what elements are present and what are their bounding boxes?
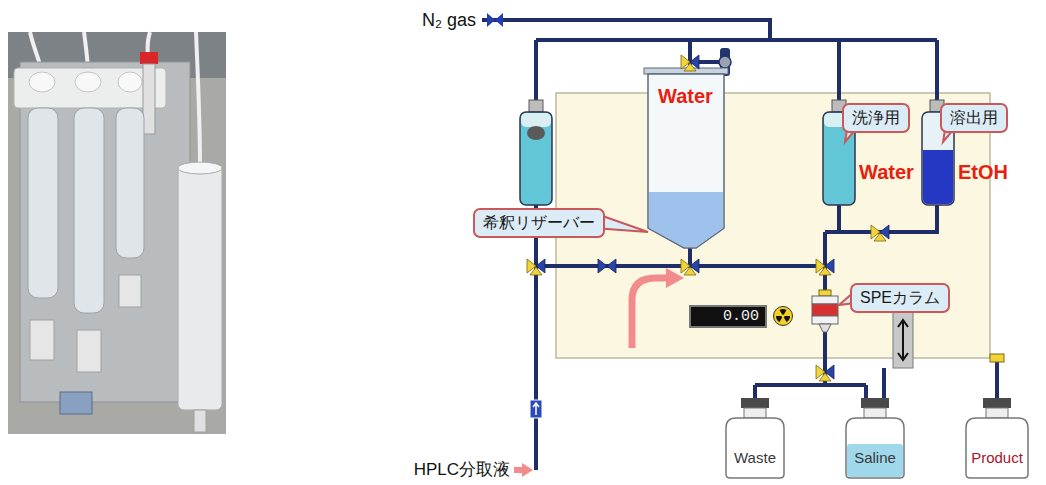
radiation-symbol	[774, 307, 793, 326]
bottle-neck	[864, 408, 886, 418]
cartridge-tip	[819, 324, 831, 332]
bottle-body	[846, 418, 904, 478]
radiation-disk	[774, 307, 793, 326]
flow-arrow	[632, 278, 668, 348]
callout-text: 洗浄用	[852, 108, 900, 128]
column-knob	[527, 126, 545, 140]
photo-ground	[8, 32, 226, 434]
bottle-label: Saline	[854, 448, 896, 468]
lift-arrow	[898, 320, 908, 360]
spe-cartridge	[812, 290, 838, 332]
callout-box: SPEカラム	[850, 283, 950, 313]
flow-arrowhead	[666, 268, 684, 288]
bottle-liquid	[847, 444, 903, 477]
three-way-valve	[681, 55, 699, 71]
bottle-outline	[844, 398, 906, 480]
callout-box: 希釈リザーバー	[473, 208, 605, 238]
large-column-top	[178, 162, 222, 174]
dose-readout: 0.00	[693, 306, 759, 327]
column-cap	[529, 100, 543, 112]
steel-plate	[20, 62, 190, 402]
callout-text: SPEカラム	[860, 288, 940, 308]
glass-vial	[28, 108, 58, 298]
input-arrowhead	[522, 463, 533, 477]
vial-cap	[29, 72, 55, 92]
radiation-trefoil	[776, 309, 790, 322]
bottle-cap	[983, 398, 1011, 408]
three-way-valve	[871, 225, 889, 241]
bottle-body	[966, 418, 1028, 478]
dilution-syringe	[644, 68, 728, 248]
input-label: HPLC分取液	[414, 460, 510, 480]
cartridge-fitting	[819, 290, 831, 296]
reagent-bottle: Waste	[724, 398, 786, 480]
three-way-valve	[816, 365, 834, 381]
callout-text: 希釈リザーバー	[483, 213, 595, 233]
cartridge-top	[812, 296, 838, 304]
callout-text: 溶出用	[950, 108, 998, 128]
column-headspace	[521, 113, 551, 127]
bottle-cap	[861, 398, 889, 408]
bottle-neck	[986, 408, 1008, 418]
bottle-body	[726, 418, 784, 478]
callout-box: 溶出用	[940, 103, 1008, 133]
check-valve-arrow	[533, 403, 539, 415]
dose-display	[690, 306, 766, 327]
syringe-liquid	[649, 192, 723, 247]
valve-port	[487, 13, 495, 27]
liquid-label: EtOH	[958, 160, 1008, 184]
column-body	[520, 112, 552, 205]
photo-valve	[60, 392, 92, 414]
outlet-fitting	[990, 354, 1004, 362]
reagent-bottle: Saline	[844, 398, 906, 480]
reservoir-column	[520, 100, 552, 205]
filter-holder	[143, 64, 155, 134]
bottle-outline	[724, 398, 786, 480]
gas-valve	[487, 13, 503, 27]
vial-cap	[118, 72, 142, 92]
reagent-bottle: Product	[964, 398, 1030, 480]
lift-slider	[893, 312, 913, 368]
bottle-cap	[741, 398, 769, 408]
gas-filter-disk	[719, 56, 731, 68]
tubing	[482, 20, 997, 470]
module-panel	[556, 93, 990, 358]
liquid-label: Water	[658, 84, 713, 108]
gas-label: N₂ gas	[422, 9, 476, 31]
valve-port	[495, 13, 503, 27]
photo-fitting	[194, 410, 206, 432]
radiation-center	[781, 314, 784, 317]
callout-box: 洗浄用	[842, 103, 910, 133]
photo-fitting	[77, 330, 101, 372]
glass-vial	[116, 108, 144, 258]
large-column	[178, 165, 222, 410]
syringe-body	[648, 74, 724, 248]
three-way-valve	[527, 259, 545, 275]
cartridge-bottom	[812, 316, 838, 324]
eluent-liquid	[923, 150, 953, 204]
bottle-label: Product	[971, 448, 1023, 468]
red-cap	[140, 52, 158, 64]
bottle-neck	[744, 408, 766, 418]
photo-fitting	[119, 275, 141, 307]
apparatus-photo	[8, 32, 226, 434]
liquid-label: Water	[859, 160, 914, 184]
cartridge-band	[812, 304, 838, 316]
bottle-outline	[964, 398, 1030, 480]
glass-vial	[74, 108, 104, 313]
two-way-valve	[598, 259, 616, 273]
check-valve	[530, 400, 542, 418]
three-way-valve	[681, 259, 699, 275]
photo-fitting	[30, 320, 54, 360]
vial-cap	[75, 72, 101, 92]
bottle-label: Waste	[734, 448, 776, 468]
three-way-valve	[816, 259, 834, 275]
